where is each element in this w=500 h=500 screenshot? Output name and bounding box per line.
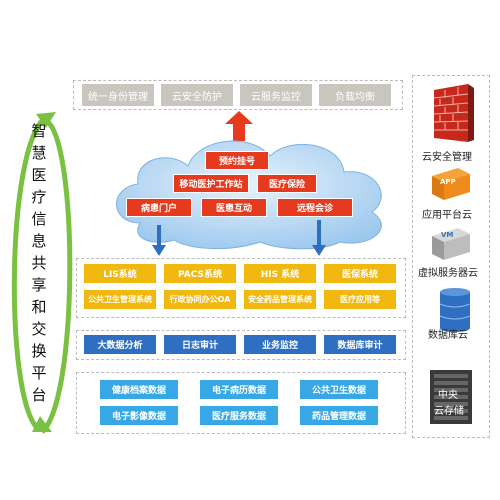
title-char: 智 [31, 122, 47, 140]
title-char: 台 [31, 386, 47, 404]
business-monitor-box: 业务监控 [244, 335, 316, 354]
his-system-box: HIS 系统 [244, 264, 316, 283]
database-label: 数据库云 [428, 330, 468, 341]
cloud-security-box: 云安全防护 [161, 84, 233, 106]
down-arrow-icon [152, 225, 166, 256]
drug-management-box: 安全药品管理系统 [244, 290, 316, 309]
mobile-workstation-box: 移动医护工作站 [173, 174, 249, 193]
app-platform-label: 应用平台云 [422, 210, 472, 221]
vm-label: 虚拟服务器云 [418, 268, 478, 279]
firewall-icon [433, 84, 474, 142]
systems-panel [76, 258, 406, 318]
database-icon [439, 288, 471, 332]
appointment-box: 预约挂号 [205, 151, 269, 170]
office-oa-box: 行政协同办公OA [164, 290, 236, 309]
load-balance-box: 负载均衡 [319, 84, 391, 106]
cloud-shape [116, 140, 382, 250]
doctor-patient-box: 医患互动 [201, 198, 267, 217]
app-platform-icon [432, 168, 470, 200]
db-audit-box: 数据库审计 [324, 335, 396, 354]
title-char: 息 [31, 232, 47, 250]
storage-label-1: 中央 [438, 390, 458, 401]
imaging-data-box: 电子影像数据 [100, 406, 178, 425]
storage-server-icon [430, 370, 472, 424]
big-data-box: 大数据分析 [84, 335, 156, 354]
down-arrow-icon [312, 220, 326, 256]
title-char: 和 [31, 298, 47, 316]
security-label: 云安全管理 [422, 152, 472, 163]
data-panel [76, 372, 406, 434]
public-health-system-box: 公共卫生管理系统 [84, 290, 156, 309]
title-char: 交 [31, 320, 47, 338]
title-char: 信 [31, 210, 47, 228]
pacs-system-box: PACS系统 [164, 264, 236, 283]
circular-arrow-icon [11, 112, 73, 434]
identity-management-box: 统一身份管理 [82, 84, 154, 106]
title-char: 换 [31, 342, 47, 360]
right-panel [412, 75, 490, 438]
patient-portal-box: 病患门户 [126, 198, 192, 217]
medical-insurance-box: 医疗保险 [257, 174, 317, 193]
cloud-monitor-box: 云服务监控 [240, 84, 312, 106]
title-char: 共 [31, 254, 47, 272]
vm-server-icon [432, 228, 470, 260]
medical-apps-box: 医疗应用等 [324, 290, 396, 309]
remote-consultation-box: 远程会诊 [277, 198, 353, 217]
title-char: 慧 [31, 144, 47, 162]
app-badge: APP [440, 178, 456, 186]
title-char: 医 [31, 166, 47, 184]
title-char: 疗 [31, 188, 47, 206]
lis-system-box: LIS系统 [84, 264, 156, 283]
top-services-panel [73, 80, 403, 110]
drug-data-box: 药品管理数据 [300, 406, 378, 425]
public-health-data-box: 公共卫生数据 [300, 380, 378, 399]
storage-label-2: 云存储 [434, 406, 464, 417]
vm-badge: VM [441, 231, 454, 239]
insurance-system-box: 医保系统 [324, 264, 396, 283]
log-audit-box: 日志审计 [164, 335, 236, 354]
medical-service-data-box: 医疗服务数据 [200, 406, 278, 425]
emr-data-box: 电子病历数据 [200, 380, 278, 399]
tools-panel [76, 330, 406, 360]
vertical-title: 智 慧 医 疗 信 息 共 享 和 交 换 平 台 [28, 120, 50, 406]
title-char: 享 [31, 276, 47, 294]
health-records-box: 健康档案数据 [100, 380, 178, 399]
title-char: 平 [31, 364, 47, 382]
up-arrow-icon [225, 111, 253, 141]
